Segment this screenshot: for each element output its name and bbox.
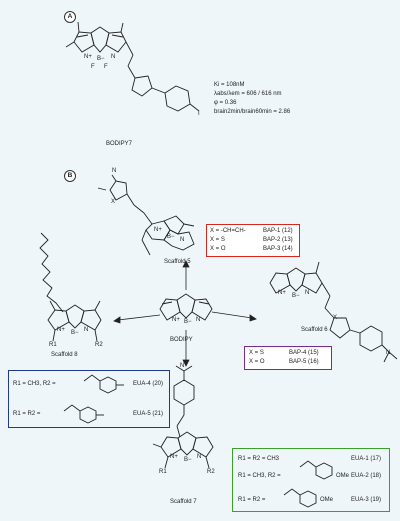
atom-f: F xyxy=(104,64,108,70)
atom-n-plus: N+ xyxy=(84,54,92,60)
atom-n-plus: N+ xyxy=(154,227,162,233)
atom-n-plus: N+ xyxy=(57,327,65,333)
iodine-label: I xyxy=(198,111,200,117)
r1-label: R1 xyxy=(49,342,57,348)
r1-label: R1 xyxy=(159,469,167,475)
substituent-condition: R1 = CH3, R2 = xyxy=(238,473,281,479)
compound-id: BAP-4 (15) xyxy=(289,350,319,356)
compound-id: BAP-1 (12) xyxy=(263,228,293,234)
compound-id: BAP-3 (14) xyxy=(263,246,293,252)
condition-x: X = -CH=CH- xyxy=(210,228,246,234)
bodipy7-ki: Ki = 108nM xyxy=(214,82,245,88)
panel-a-marker: A xyxy=(64,11,76,23)
atom-n: N xyxy=(197,454,202,460)
scaffold5-name: Scaffold 5 xyxy=(164,259,191,265)
compound-id: EUA-5 (21) xyxy=(133,411,164,417)
atom-b-minus: B− xyxy=(167,234,175,240)
substituent-condition: R1 = R2 = CH3 xyxy=(238,456,280,462)
atom-b-minus: B− xyxy=(71,330,79,336)
scaffold6-name: Scaffold 6 xyxy=(301,327,328,333)
arrows xyxy=(113,260,257,367)
bodipy7-wavelength: λabs/λem = 606 / 616 nm xyxy=(214,91,282,97)
scaffold5-structure xyxy=(97,174,195,256)
atom-b-minus: B− xyxy=(184,457,192,463)
compound-id: EUA-1 (17) xyxy=(351,456,382,462)
compound-id: EUA-2 (18) xyxy=(351,473,382,479)
atom-b-minus: B− xyxy=(97,56,105,62)
atom-n-plus: N+ xyxy=(278,290,286,296)
scaffold6-compound-box: X = S BAP-4 (15) X = O BAP-5 (16) xyxy=(244,346,332,370)
atom-n-plus: N+ xyxy=(172,317,180,323)
substituent-condition: R1 = R2 = xyxy=(13,411,41,417)
scaffold5-compound-box: X = -CH=CH- BAP-1 (12) X = S BAP-2 (13) … xyxy=(206,224,300,257)
scaffold7-compound-box: R1 = R2 = CH3 EUA-1 (17) R1 = CH3, R2 = … xyxy=(232,448,390,512)
atom-x: X xyxy=(111,199,116,205)
substituent-condition: R1 = R2 = xyxy=(238,497,266,503)
atom-n: N xyxy=(180,237,185,243)
atom-x: X xyxy=(333,315,338,321)
scaffold6-structure xyxy=(269,261,398,363)
bodipy7-brain-ratio: brain2min/brain60min = 2.86 xyxy=(214,109,291,115)
condition-x: X = S xyxy=(210,237,225,243)
scaffold7-name: Scaffold 7 xyxy=(170,499,197,505)
atom-n: N xyxy=(196,317,201,323)
bodipy-core-name: BODIPY xyxy=(170,337,193,343)
atom-b-minus: B− xyxy=(292,293,300,299)
bodipy-core-structure xyxy=(159,293,213,321)
r2-label: R2 xyxy=(207,469,215,475)
atom-n-dimethylamino: N xyxy=(112,168,117,174)
box7-styryl-fragments xyxy=(283,460,333,508)
compound-id: BAP-5 (16) xyxy=(289,359,319,365)
scaffold8-structure xyxy=(39,232,102,342)
condition-x: X = S xyxy=(249,350,264,356)
r2-label: R2 xyxy=(95,342,103,348)
atom-n: N xyxy=(111,54,116,60)
compound-id: EUA-4 (20) xyxy=(133,381,164,387)
atom-n: N xyxy=(305,290,310,296)
condition-x: X = O xyxy=(249,359,265,365)
bodipy7-structure xyxy=(65,21,200,112)
atom-n: N xyxy=(84,327,89,333)
box8-styryl-fragments xyxy=(63,374,124,424)
condition-x: X = O xyxy=(210,246,226,252)
atom-n-plus: N+ xyxy=(170,454,178,460)
compound-id: BAP-2 (13) xyxy=(263,237,293,243)
atom-f: F xyxy=(91,64,95,70)
substituent-condition: R1 = CH3, R2 = xyxy=(13,381,56,387)
compound-id: EUA-3 (19) xyxy=(351,497,382,503)
bodipy7-quantum-yield: φ = 0.36 xyxy=(214,100,237,106)
atom-n-dimethylamino: N xyxy=(386,350,391,356)
atom-n-dimethylamino: N xyxy=(180,363,185,369)
scaffold7-structure xyxy=(152,365,214,469)
atom-b-minus: B− xyxy=(184,319,192,325)
ome-label: OMe xyxy=(320,497,334,503)
panel-b-marker: B xyxy=(64,170,76,182)
ome-label: OMe xyxy=(336,473,350,479)
bodipy7-name: BODIPY7 xyxy=(106,141,133,147)
scaffold8-name: Scaffold 8 xyxy=(51,352,78,358)
scaffold8-compound-box: R1 = CH3, R2 = EUA-4 (20) R1 = R2 = EUA-… xyxy=(8,370,170,428)
